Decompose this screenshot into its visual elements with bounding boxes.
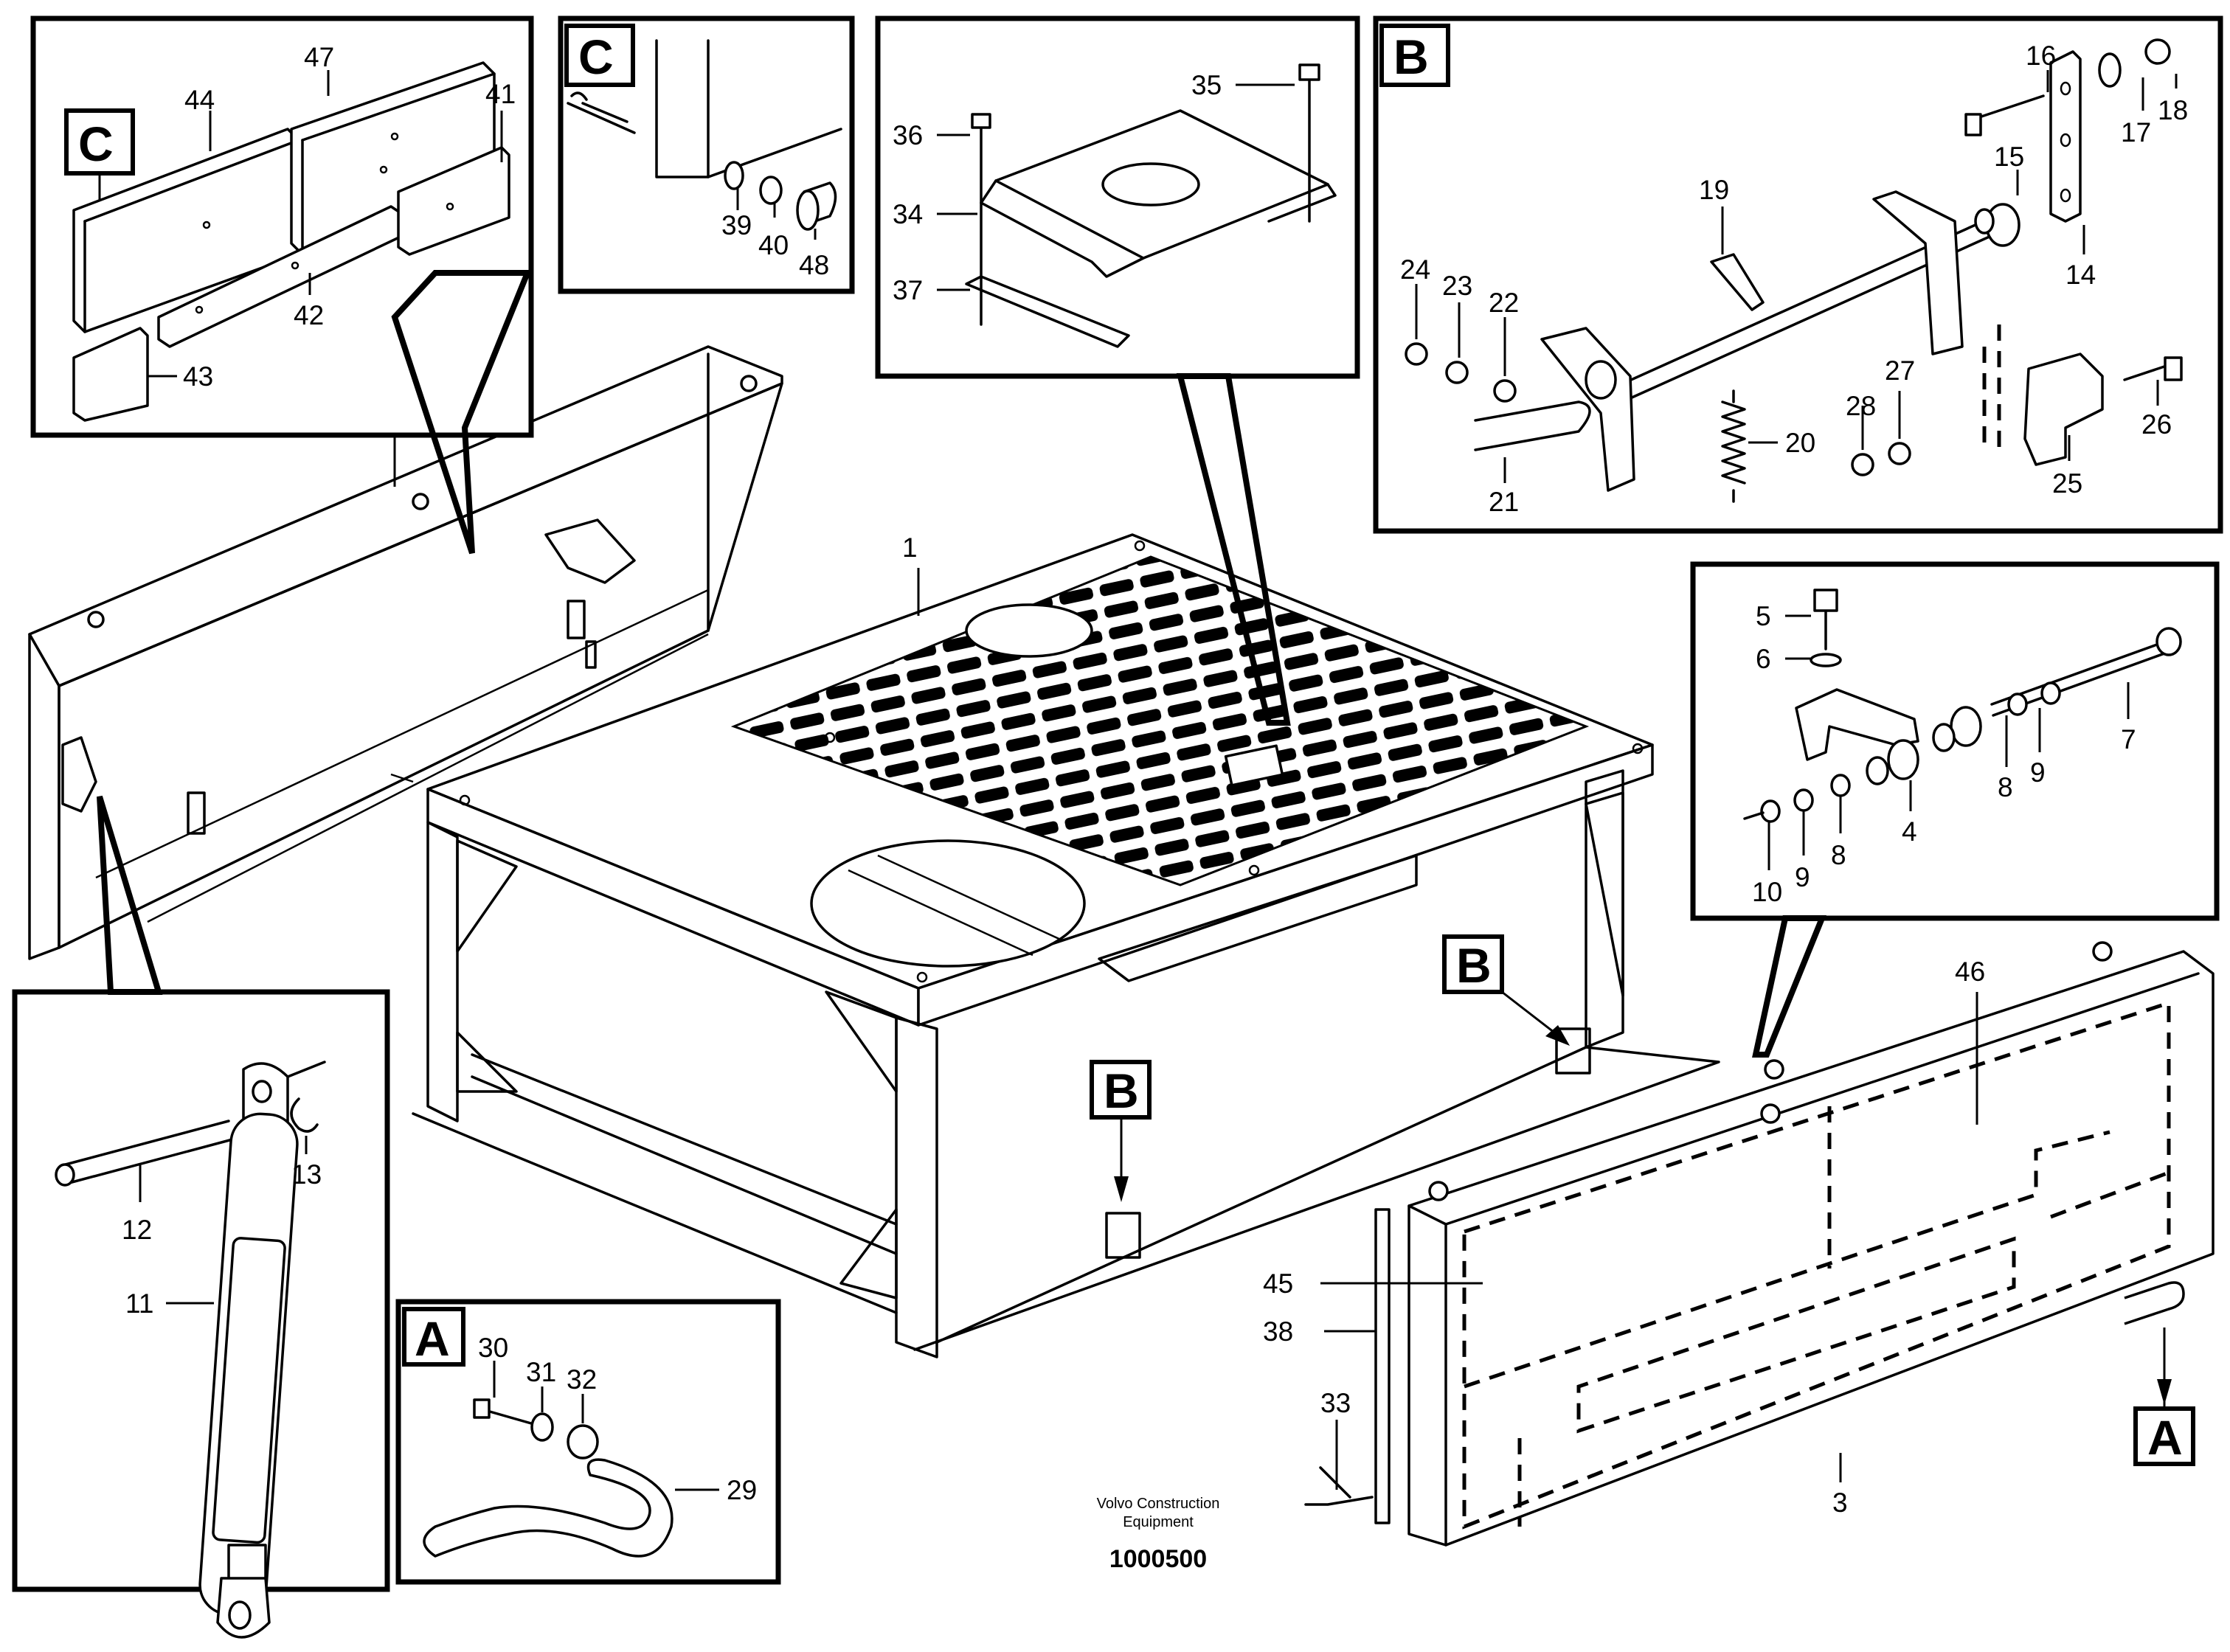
inset-tag-a: A xyxy=(415,1311,450,1366)
inset-tag-c-top: C xyxy=(78,117,114,171)
callout-47: 47 xyxy=(304,42,334,72)
callout-43: 43 xyxy=(183,361,213,392)
inset-tag-b: B xyxy=(1393,30,1429,84)
callout-9b: 9 xyxy=(1795,862,1810,892)
callout-29: 29 xyxy=(727,1475,757,1505)
callout-48: 48 xyxy=(799,250,829,280)
callout-42: 42 xyxy=(294,300,324,330)
inset-b-latch: B xyxy=(1373,15,2223,534)
floor-hole xyxy=(810,839,1086,968)
callout-17: 17 xyxy=(2121,117,2151,148)
callout-1: 1 xyxy=(902,532,918,563)
callout-33: 33 xyxy=(1320,1388,1351,1418)
callout-4: 4 xyxy=(1902,816,1917,847)
callout-38: 38 xyxy=(1263,1316,1293,1347)
callout-20: 20 xyxy=(1785,428,1815,458)
callout-22: 22 xyxy=(1489,288,1519,318)
callout-32: 32 xyxy=(567,1364,597,1395)
inset-c-panels: C 44 47 41 42 43 xyxy=(30,15,534,555)
inset-c-fastener: C 39 40 48 xyxy=(558,15,855,294)
callout-8b: 8 xyxy=(1831,840,1846,870)
inset-a-handle: A 30 31 32 29 xyxy=(395,1299,781,1585)
callout-36: 36 xyxy=(893,120,923,150)
callout-3: 3 xyxy=(1832,1488,1848,1518)
callout-28: 28 xyxy=(1846,391,1876,421)
callout-14: 14 xyxy=(2065,260,2096,290)
cab-frame xyxy=(412,533,1720,1358)
right-door-panel xyxy=(1304,941,2215,1547)
callout-12: 12 xyxy=(122,1215,152,1245)
callout-18: 18 xyxy=(2158,95,2188,125)
callout-21: 21 xyxy=(1489,487,1519,517)
inset-tag-c-small: C xyxy=(578,30,614,84)
callout-40: 40 xyxy=(758,230,789,260)
callout-8: 8 xyxy=(1998,772,2013,802)
callout-5: 5 xyxy=(1756,601,1771,631)
callout-9: 9 xyxy=(2030,757,2046,788)
callout-27: 27 xyxy=(1885,355,1915,386)
callout-25: 25 xyxy=(2052,468,2082,499)
callout-16: 16 xyxy=(2026,41,2056,71)
main-callouts: 1 2 3 45 38 33 46 xyxy=(380,389,1985,1518)
drawing-caption: Volvo Construction Equipment 1000500 xyxy=(1097,1496,1220,1573)
callout-39: 39 xyxy=(721,210,752,240)
ref-tag-b-right: B xyxy=(1456,938,1492,993)
callout-15: 15 xyxy=(1994,142,2024,172)
callout-19: 19 xyxy=(1699,175,1729,205)
inset-plate-mount: 35 36 34 37 xyxy=(875,15,1360,726)
callout-23: 23 xyxy=(1442,271,1472,301)
callout-26: 26 xyxy=(2141,409,2172,440)
callout-6: 6 xyxy=(1756,644,1771,674)
callout-45: 45 xyxy=(1263,1268,1293,1299)
callout-35: 35 xyxy=(1191,70,1222,100)
left-door-panel xyxy=(28,345,783,960)
callout-31: 31 xyxy=(526,1357,556,1387)
caption-line-2: Equipment xyxy=(1123,1514,1194,1530)
callout-37: 37 xyxy=(893,275,923,305)
inset-gas-strut: 12 13 11 xyxy=(12,795,390,1639)
reference-tags: B B A xyxy=(1090,934,2195,1466)
inset-hinge-pin: 5 6 7 8 9 4 8 9 10 xyxy=(1690,561,2220,1058)
ref-tag-a: A xyxy=(2147,1410,2183,1465)
callout-46: 46 xyxy=(1955,957,1985,987)
callout-13: 13 xyxy=(291,1159,322,1190)
callout-24: 24 xyxy=(1400,254,1430,285)
callout-10: 10 xyxy=(1752,877,1782,907)
ref-tag-b-left: B xyxy=(1104,1063,1139,1118)
callout-7: 7 xyxy=(2121,724,2136,754)
caption-line-1: Volvo Construction xyxy=(1097,1496,1220,1512)
drawing-number: 1000500 xyxy=(1109,1545,1207,1573)
callout-41: 41 xyxy=(485,79,516,109)
callout-30: 30 xyxy=(478,1333,508,1363)
callout-44: 44 xyxy=(184,85,215,115)
callout-34: 34 xyxy=(893,199,923,229)
callout-11: 11 xyxy=(125,1288,153,1319)
